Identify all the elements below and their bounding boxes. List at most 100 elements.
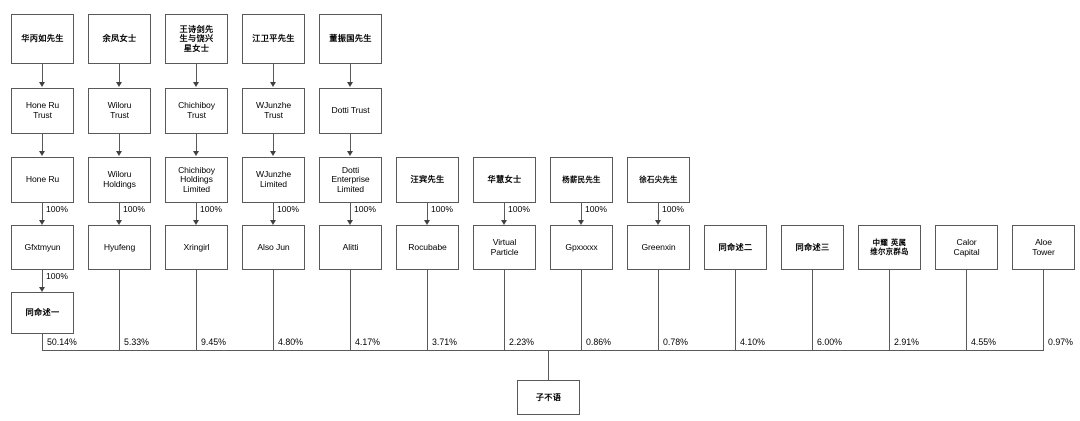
holding-box-1[interactable]: Wiloru Holdings — [88, 157, 151, 203]
connector-owner-to-trust-2 — [196, 64, 197, 85]
spv-box-2[interactable]: Xringirl — [165, 225, 228, 270]
stake-dropline-1 — [119, 270, 120, 350]
holding-box-5[interactable]: 汪宾先生 — [396, 157, 459, 203]
arrowhead-trust-to-holding-4 — [347, 151, 353, 156]
spv-box-3[interactable]: Also Jun — [242, 225, 305, 270]
connector-holding-to-spv-6 — [504, 203, 505, 223]
trust-box-4[interactable]: Dotti Trust — [319, 88, 382, 134]
holding-box-3[interactable]: WJunzhe Limited — [242, 157, 305, 203]
trust-label-1: Wiloru Trust — [107, 100, 132, 120]
spv-box-9[interactable]: 同命述二 — [704, 225, 767, 270]
holding-label-8: 徐石尖先生 — [639, 174, 678, 184]
arrowhead-owner-to-trust-1 — [116, 82, 122, 87]
stake-dropline-4 — [350, 270, 351, 350]
stake-dropline-3 — [273, 270, 274, 350]
trust-box-3[interactable]: WJunzhe Trust — [242, 88, 305, 134]
connector-holding-to-spv-1 — [119, 203, 120, 223]
spv-box-10[interactable]: 同命述三 — [781, 225, 844, 270]
stake-dropline-13 — [1043, 270, 1044, 350]
connector-owner-to-trust-0 — [42, 64, 43, 85]
spv-box-7[interactable]: Gpxxxxx — [550, 225, 613, 270]
owner-box-3[interactable]: 江卫平先生 — [242, 14, 305, 64]
stake-pct-2: 9.45% — [201, 337, 226, 347]
stake-dropline-0 — [42, 334, 43, 350]
target-company-box[interactable]: 子不语 — [517, 380, 580, 415]
arrowhead-holding-to-spv-4 — [347, 220, 353, 225]
spv-box-8[interactable]: Greenxin — [627, 225, 690, 270]
stake-pct-12: 4.55% — [971, 337, 996, 347]
holding-box-2[interactable]: Chichiboy Holdings Limited — [165, 157, 228, 203]
connector-trust-to-holding-4 — [350, 134, 351, 154]
arrowhead-owner-to-trust-4 — [347, 82, 353, 87]
spv-label-9: 同命述二 — [718, 241, 753, 252]
connector-holding-to-spv-7 — [581, 203, 582, 223]
spv-box-4[interactable]: Alitti — [319, 225, 382, 270]
spv-label-7: Gpxxxxx — [565, 241, 598, 252]
spv-box-6[interactable]: Virtual Particle — [473, 225, 536, 270]
holding-label-6: 华慧女士 — [487, 174, 522, 185]
arrowhead-holding-to-spv-7 — [578, 220, 584, 225]
stake-pct-8: 0.78% — [663, 337, 688, 347]
stake-pct-11: 2.91% — [894, 337, 919, 347]
trust-box-0[interactable]: Hone Ru Trust — [11, 88, 74, 134]
spv-label-10: 同命述三 — [795, 241, 830, 252]
connector-bus-to-target — [548, 350, 549, 380]
spv-label-0: Gfxtmyun — [24, 241, 61, 252]
owner-label-3: 江卫平先生 — [252, 33, 295, 44]
trust-label-0: Hone Ru Trust — [25, 100, 60, 120]
pct-holding-to-spv-8: 100% — [662, 204, 684, 214]
stake-dropline-9 — [735, 270, 736, 350]
connector-holding-to-spv-0 — [42, 203, 43, 223]
spv-box-0[interactable]: Gfxtmyun — [11, 225, 74, 270]
owner-label-4: 董振国先生 — [329, 33, 372, 44]
pct-holding-to-spv-7: 100% — [585, 204, 607, 214]
stake-dropline-10 — [812, 270, 813, 350]
spv-box-1[interactable]: Hyufeng — [88, 225, 151, 270]
trust-box-1[interactable]: Wiloru Trust — [88, 88, 151, 134]
stake-dropline-12 — [966, 270, 967, 350]
holding-box-0[interactable]: Hone Ru — [11, 157, 74, 203]
owner-box-2[interactable]: 王诗剑先 生与饶兴 星女士 — [165, 14, 228, 64]
holding-label-2: Chichiboy Holdings Limited — [178, 164, 215, 194]
arrowhead-holding-to-spv-6 — [501, 220, 507, 225]
sub-label-0: 同命述一 — [25, 307, 60, 318]
connector-owner-to-trust-1 — [119, 64, 120, 85]
arrowhead-trust-to-holding-3 — [270, 151, 276, 156]
owner-box-0[interactable]: 华丙如先生 — [11, 14, 74, 64]
holding-label-0: Hone Ru — [25, 174, 60, 185]
connector-owner-to-trust-3 — [273, 64, 274, 85]
arrowhead-trust-to-holding-0 — [39, 151, 45, 156]
holding-box-6[interactable]: 华慧女士 — [473, 157, 536, 203]
holding-box-7[interactable]: 杨薪民先生 — [550, 157, 613, 203]
stake-dropline-6 — [504, 270, 505, 350]
spv-box-11[interactable]: 中耀 英属 维尔京群岛 — [858, 225, 921, 270]
owner-box-4[interactable]: 董振国先生 — [319, 14, 382, 64]
holding-box-4[interactable]: Dotti Enterprise Limited — [319, 157, 382, 203]
stake-pct-13: 0.97% — [1048, 337, 1073, 347]
stake-pct-1: 5.33% — [124, 337, 149, 347]
arrowhead-spv-to-sub-0 — [39, 287, 45, 292]
owner-box-1[interactable]: 余凤女士 — [88, 14, 151, 64]
arrowhead-holding-to-spv-8 — [655, 220, 661, 225]
connector-trust-to-holding-1 — [119, 134, 120, 154]
stake-pct-3: 4.80% — [278, 337, 303, 347]
connector-trust-to-holding-3 — [273, 134, 274, 154]
stake-pct-6: 2.23% — [509, 337, 534, 347]
sub-box-0[interactable]: 同命述一 — [11, 292, 74, 334]
arrowhead-holding-to-spv-0 — [39, 220, 45, 225]
arrowhead-trust-to-holding-2 — [193, 151, 199, 156]
holding-box-8[interactable]: 徐石尖先生 — [627, 157, 690, 203]
spv-box-13[interactable]: Aloe Tower — [1012, 225, 1075, 270]
connector-holding-to-spv-5 — [427, 203, 428, 223]
target-company-label: 子不语 — [535, 391, 562, 402]
stake-pct-9: 4.10% — [740, 337, 765, 347]
spv-box-12[interactable]: Calor Capital — [935, 225, 998, 270]
spv-box-5[interactable]: Rocubabe — [396, 225, 459, 270]
trust-box-2[interactable]: Chichiboy Trust — [165, 88, 228, 134]
stake-dropline-7 — [581, 270, 582, 350]
connector-holding-to-spv-4 — [350, 203, 351, 223]
connector-trust-to-holding-2 — [196, 134, 197, 154]
arrowhead-owner-to-trust-3 — [270, 82, 276, 87]
spv-label-12: Calor Capital — [953, 236, 980, 257]
